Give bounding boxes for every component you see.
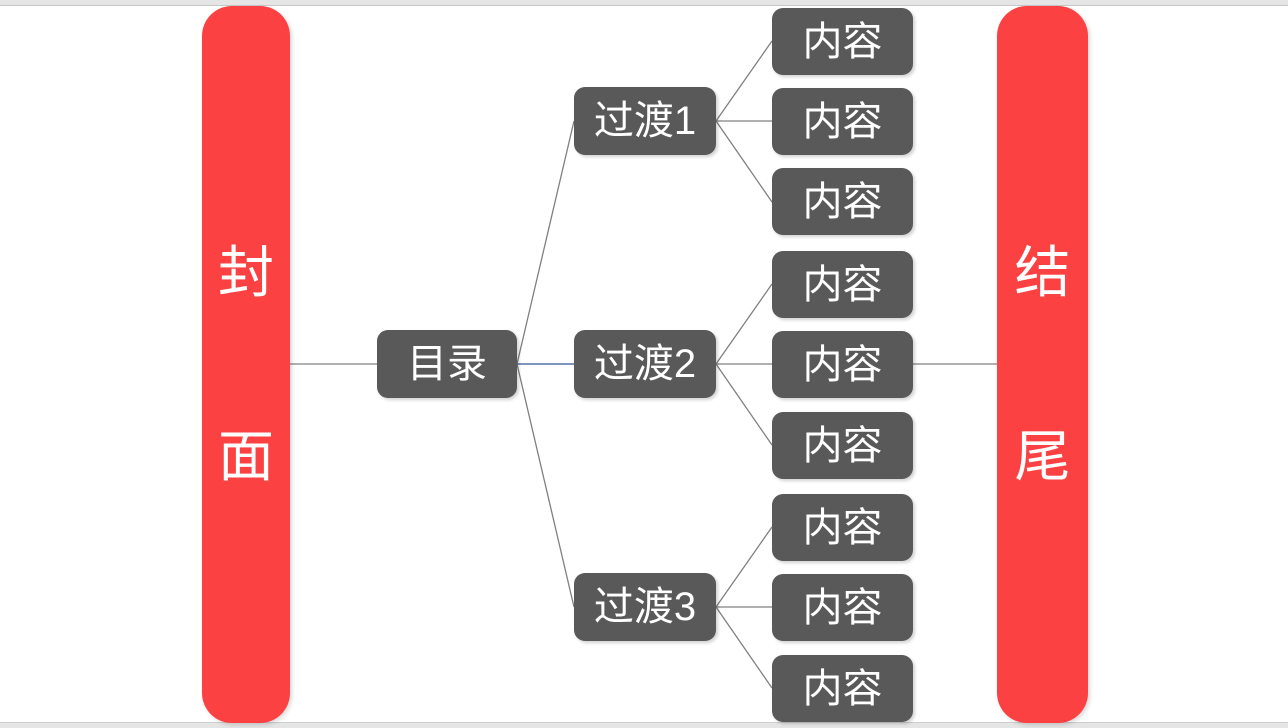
connector-toc-trans1 <box>516 120 575 365</box>
content-node-5[interactable]: 内容 <box>772 331 913 398</box>
ending-node[interactable]: 结 尾 <box>997 6 1088 723</box>
content-label: 内容 <box>802 342 883 387</box>
connector-toc-trans3 <box>516 363 575 608</box>
content-label: 内容 <box>802 262 883 307</box>
connector-trans2-content6 <box>715 363 773 446</box>
transition3-node[interactable]: 过渡3 <box>574 573 716 641</box>
bottom-edge-strip <box>0 722 1288 728</box>
transition1-node[interactable]: 过渡1 <box>574 87 716 155</box>
transition3-label: 过渡3 <box>593 585 697 629</box>
content-node-8[interactable]: 内容 <box>772 574 913 641</box>
ending-char-1: 结 <box>1014 240 1071 304</box>
connector-trans3-content7 <box>715 526 773 608</box>
content-label: 内容 <box>802 666 883 711</box>
content-label: 内容 <box>802 179 883 224</box>
content-node-4[interactable]: 内容 <box>772 251 913 318</box>
ending-char-2: 尾 <box>1014 424 1071 488</box>
content-node-3[interactable]: 内容 <box>772 168 913 235</box>
content-label: 内容 <box>802 19 883 64</box>
content-node-6[interactable]: 内容 <box>772 412 913 479</box>
content-label: 内容 <box>802 99 883 144</box>
connector-trans1-content1 <box>715 40 773 122</box>
connector-trans1-content3 <box>715 120 773 203</box>
content-node-2[interactable]: 内容 <box>772 88 913 155</box>
cover-char-2: 面 <box>218 424 274 488</box>
toc-node[interactable]: 目录 <box>377 330 517 398</box>
toc-label: 目录 <box>407 342 487 386</box>
cover-node[interactable]: 封 面 <box>202 6 290 723</box>
content-node-1[interactable]: 内容 <box>772 8 913 75</box>
connector-trans3-content9 <box>715 606 773 689</box>
content-label: 内容 <box>802 505 883 550</box>
connector-trans2-content4 <box>715 283 773 365</box>
content-label: 内容 <box>802 423 883 468</box>
transition2-label: 过渡2 <box>593 342 697 386</box>
content-label: 内容 <box>802 585 883 630</box>
content-node-9[interactable]: 内容 <box>772 655 913 722</box>
transition2-node[interactable]: 过渡2 <box>574 330 716 398</box>
transition1-label: 过渡1 <box>593 99 697 143</box>
content-node-7[interactable]: 内容 <box>772 494 913 561</box>
cover-char-1: 封 <box>218 240 274 304</box>
top-edge-strip <box>0 0 1288 6</box>
